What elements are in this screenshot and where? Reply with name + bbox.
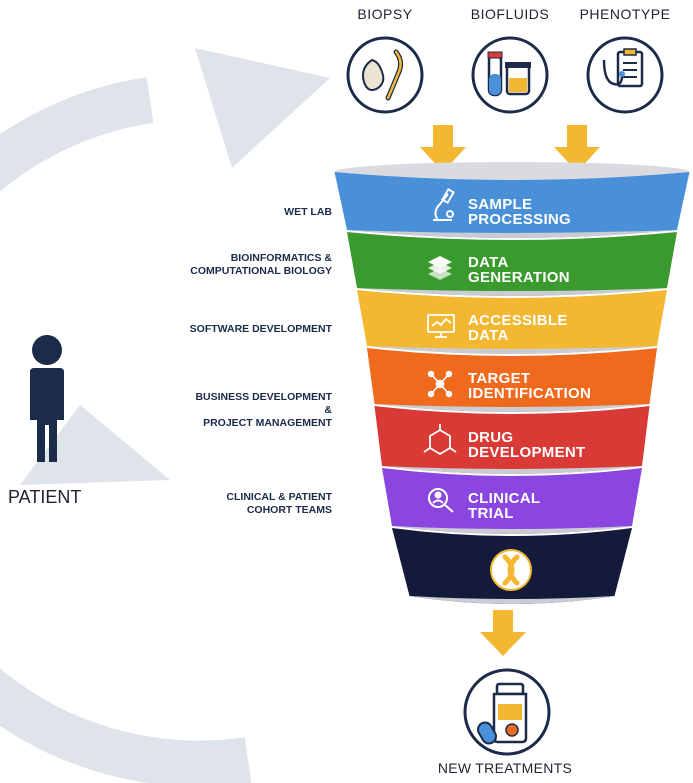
funnel-stage-5 xyxy=(382,468,642,534)
output-label: NEW TREATMENTS xyxy=(437,760,573,776)
funnel-separator-3 xyxy=(374,404,650,412)
role-bioinformatics: BIOINFORMATICS & COMPUTATIONAL BIOLOGY xyxy=(190,252,332,277)
funnel-stage-1 xyxy=(347,232,677,296)
funnel-separator-5 xyxy=(392,526,632,534)
monitor-icon xyxy=(427,314,455,338)
capsule-icon xyxy=(490,549,532,591)
stage-label-target-identification: TARGET IDENTIFICATION xyxy=(468,370,592,402)
network-icon xyxy=(427,370,453,398)
funnel-separator-6 xyxy=(409,596,615,604)
funnel-separator-4 xyxy=(382,466,642,474)
stage-label-clinical-trial: CLINICAL TRIAL xyxy=(468,490,541,522)
role-software-development: SOFTWARE DEVELOPMENT xyxy=(189,323,332,335)
funnel-separator-2 xyxy=(367,346,657,354)
stage-label-accessible-data: ACCESSIBLE DATA xyxy=(468,312,568,344)
role-business-development: BUSINESS DEVELOPMENT & PROJECT MANAGEMEN… xyxy=(195,391,332,429)
funnel-separator-0 xyxy=(347,230,677,238)
funnel-stage-2 xyxy=(357,290,667,354)
medicine-bottle-icon xyxy=(463,668,551,756)
stage-label-sample-processing: SAMPLE PROCESSING xyxy=(468,196,572,228)
input-label-biofluids: BIOFLUIDS xyxy=(470,6,550,22)
biopsy-icon xyxy=(346,36,424,114)
person-icon xyxy=(30,335,64,462)
search-people-icon xyxy=(428,488,454,513)
stage-label-data-generation: DATA GENERATION xyxy=(468,254,570,286)
input-arrow-left xyxy=(420,125,466,172)
phenotype-icon xyxy=(586,36,664,114)
role-wet-lab: WET LAB xyxy=(284,206,332,218)
funnel-stage-0 xyxy=(334,172,690,238)
role-clinical-teams: CLINICAL & PATIENT COHORT TEAMS xyxy=(226,491,332,516)
funnel xyxy=(334,162,690,604)
input-label-phenotype: PHENOTYPE xyxy=(579,6,671,22)
stage-label-drug-development: DRUG DEVELOPMENT xyxy=(468,429,586,461)
patient-cycle-arrow xyxy=(0,48,330,783)
input-label-biopsy: BIOPSY xyxy=(357,6,413,22)
funnel-stage-3 xyxy=(367,348,657,412)
output-arrow xyxy=(480,610,526,656)
molecule-icon xyxy=(423,424,457,456)
funnel-stage-4 xyxy=(374,406,650,474)
patient-label: PATIENT xyxy=(8,487,82,507)
funnel-rim xyxy=(334,162,690,182)
input-arrow-right xyxy=(554,125,600,172)
microscope-icon xyxy=(433,187,455,221)
layers-icon xyxy=(428,256,452,280)
biofluids-icon xyxy=(471,36,549,114)
funnel-separator-1 xyxy=(357,288,667,296)
